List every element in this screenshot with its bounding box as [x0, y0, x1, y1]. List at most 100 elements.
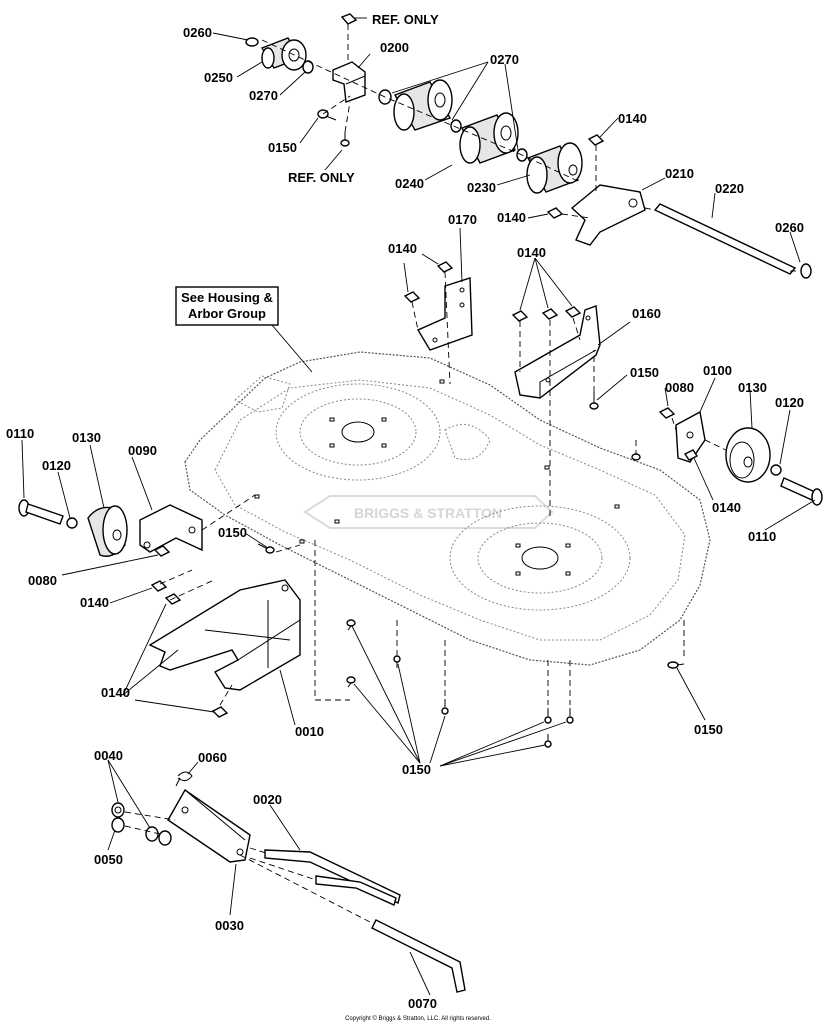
bolt-0150-b [589, 392, 599, 410]
label-0120-right: 0120 [775, 395, 804, 410]
right-wheel-group [631, 407, 823, 506]
label-0130-right: 0130 [738, 380, 767, 395]
label-0150-left: 0150 [218, 525, 247, 540]
label-0050: 0050 [94, 852, 123, 867]
label-0220: 0220 [715, 181, 744, 196]
label-0110-right: 0110 [748, 529, 776, 544]
nut-0140-a [436, 261, 454, 273]
label-0080-left: 0080 [28, 573, 57, 588]
label-0070: 0070 [408, 996, 437, 1011]
anti-scalp-roller-assembly [245, 13, 812, 279]
label-0030: 0030 [215, 918, 244, 933]
bushing-0040-b [145, 826, 159, 842]
label-0010: 0010 [295, 724, 324, 739]
roller-0240 [393, 79, 453, 131]
label-0060: 0060 [198, 750, 227, 765]
label-0150-right: 0150 [694, 722, 723, 737]
bottom-bolts-0150 [314, 540, 685, 748]
roller-0250 [260, 37, 307, 71]
axle-0220 [653, 203, 797, 275]
bracket-0210 [570, 184, 646, 246]
nut-0140-c [511, 310, 529, 322]
callout-line-1: See Housing & [181, 290, 273, 305]
washer-0270-b [450, 119, 462, 133]
washer-0120-right [770, 464, 782, 476]
label-0140-bracket: 0140 [497, 210, 526, 225]
label-0270-top: 0270 [490, 52, 519, 67]
label-0110-left: 0110 [6, 426, 34, 441]
label-0140-left-b: 0140 [101, 685, 130, 700]
watermark-text: BRIGGS & STRATTON [354, 505, 502, 521]
label-0130-left: 0130 [72, 430, 101, 445]
label-0140-b: 0140 [517, 245, 546, 260]
part-labels: REF. ONLY REF. ONLY 0260 0250 0270 0200 … [6, 12, 804, 1011]
nut-ref-only [340, 13, 358, 25]
label-0120-left: 0120 [42, 458, 71, 473]
mower-deck-housing: BRIGGS & STRATTON [184, 351, 711, 666]
bolt-ref-only [340, 132, 350, 147]
nut-0140-top [587, 134, 605, 146]
front-bracket-0160 [514, 305, 601, 399]
bushing-0050-a [111, 817, 125, 833]
lift-rod-0070 [371, 919, 466, 993]
bolt-0140-right [683, 449, 699, 461]
label-0140-left: 0140 [80, 595, 109, 610]
roller-0230-right [526, 142, 583, 194]
label-0150-bottom: 0150 [402, 762, 431, 777]
leader-lines [21, 17, 816, 996]
label-0080-right: 0080 [665, 380, 694, 395]
bolt-0150-d [257, 543, 275, 554]
left-wheel-group [18, 494, 301, 605]
bracket-0100 [675, 410, 706, 463]
label-0240: 0240 [395, 176, 424, 191]
wheel-0130-right [725, 427, 771, 483]
bolt-0110-right [780, 477, 823, 506]
label-0140-right: 0140 [712, 500, 741, 515]
wheel-0130-left [87, 505, 128, 557]
washer-0260-right [800, 263, 812, 279]
label-0150-mid: 0150 [630, 365, 659, 380]
front-bracket-0170 [416, 277, 473, 351]
label-ref-only-top: REF. ONLY [372, 12, 439, 27]
lift-arm-0030 [167, 788, 251, 863]
bracket-0090 [139, 504, 203, 553]
bushing-0050-b [158, 830, 172, 846]
housing-arbor-callout: See Housing & Arbor Group [175, 286, 279, 326]
nut-0140-bracket [546, 207, 564, 219]
label-0100: 0100 [703, 363, 732, 378]
label-0170: 0170 [448, 212, 477, 227]
label-0230: 0230 [467, 180, 496, 195]
label-0200: 0200 [380, 40, 409, 55]
bushing-0040-a [111, 802, 125, 818]
label-0040: 0040 [94, 748, 123, 763]
label-0260-right: 0260 [775, 220, 804, 235]
watermark: BRIGGS & STRATTON [303, 495, 554, 529]
label-0090: 0090 [128, 443, 157, 458]
copyright-text: Copyright © Briggs & Stratton, LLC. All … [345, 1015, 491, 1022]
label-0260-left: 0260 [183, 25, 212, 40]
label-0020: 0020 [253, 792, 282, 807]
spring-clip-0060 [175, 771, 193, 787]
label-0250: 0250 [204, 70, 233, 85]
link-rod-0020 [264, 849, 401, 906]
callout-line-2: Arbor Group [188, 306, 266, 321]
nut-0140-d [541, 308, 559, 320]
washer-0260-left [245, 37, 259, 47]
nut-0080-left [153, 545, 171, 557]
nut-0140-b [403, 291, 421, 303]
label-0140-a: 0140 [388, 241, 417, 256]
nut-0140-left-a [150, 580, 168, 592]
bracket-0200 [332, 61, 366, 103]
nut-0080-right [658, 407, 676, 419]
washer-0120-left [66, 517, 78, 529]
label-0270-left: 0270 [249, 88, 278, 103]
nut-0140-e [564, 306, 582, 318]
label-ref-only-bottom: REF. ONLY [288, 170, 355, 185]
nut-0140-left-c [211, 706, 229, 718]
label-0160: 0160 [632, 306, 661, 321]
bolt-0110-left [18, 499, 64, 525]
label-0150-top: 0150 [268, 140, 297, 155]
front-hitch-bracket-0010 [148, 579, 301, 691]
lift-linkage [111, 771, 466, 993]
